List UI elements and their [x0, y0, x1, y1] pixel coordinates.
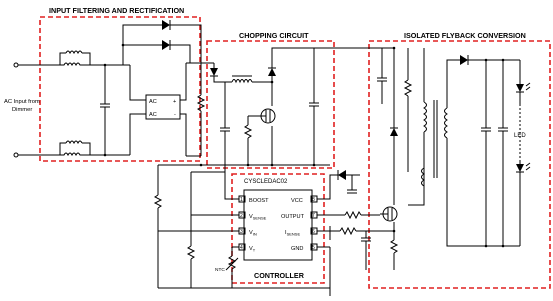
pin-name-boost: BOOST: [249, 198, 269, 204]
input-section-border: [39, 16, 201, 162]
led-diode-1: [516, 84, 524, 92]
flyback-section-title: ISOLATED FLYBACK CONVERSION: [404, 31, 526, 40]
pin-num-8: 8: [312, 197, 315, 203]
pin-num-4: 4: [240, 245, 243, 251]
pin-name-gnd: GND: [291, 246, 303, 252]
pin-num-3: 3: [240, 229, 243, 235]
input-resistor: [186, 62, 206, 157]
chopping-section-border: [206, 40, 335, 169]
led-label: LED: [514, 133, 526, 139]
ic-part-number: CYSCLEDAC02: [244, 179, 288, 185]
controller-wiring: NTC: [153, 163, 396, 296]
pin-name-output: OUTPUT: [281, 214, 305, 220]
chopping-circuit: [201, 47, 330, 167]
pin-num-7: 7: [312, 213, 315, 219]
pin-name-vsense: VSENSE: [249, 214, 267, 221]
ac-input-label-line2: Dimmer: [12, 107, 32, 113]
bridge-rectifier: AC AC + -: [145, 63, 187, 156]
ntc-label: NTC: [215, 267, 225, 273]
bridge-minus: -: [174, 112, 176, 118]
ac-terminal-top: [13, 62, 19, 68]
pin-name-isense: ISENSE: [285, 230, 300, 237]
led-string: LED: [514, 60, 531, 246]
ntc-arrow: [225, 257, 239, 271]
led-emission-2: [525, 162, 531, 171]
ic-body: [243, 189, 313, 261]
controller-section-border: [231, 173, 325, 284]
pin-num-6: 6: [312, 229, 315, 235]
pin-name-vin: VIN: [249, 230, 257, 237]
bridge-ac-bottom: AC: [149, 112, 157, 118]
pin-name-vcc: VCC: [291, 198, 303, 204]
input-section-title: INPUT FILTERING AND RECTIFICATION: [49, 6, 184, 15]
chopping-section-title: CHOPPING CIRCUIT: [239, 31, 309, 40]
input-filter: [18, 50, 146, 157]
led-diode-2: [516, 164, 524, 172]
ac-terminal-bottom: [13, 152, 19, 158]
bypass-diodes: [121, 20, 202, 65]
bridge-plus: +: [173, 99, 176, 105]
ac-input-label-line1: AC Input from: [4, 99, 40, 105]
ac-input: AC Input from Dimmer: [4, 62, 40, 158]
led-emission-1: [525, 82, 531, 91]
flyback-section-border: [368, 40, 551, 289]
pin-num-1: 1: [240, 197, 243, 203]
flyback-circuit: [314, 46, 520, 270]
pin-name-vt: VT: [249, 246, 256, 253]
pin-num-2: 2: [240, 213, 243, 219]
bridge-ac-top: AC: [149, 99, 157, 105]
pin-num-5: 5: [312, 245, 315, 251]
controller-ic: CYSCLEDAC02 1 2 3 4 BOOST VSENSE VIN VT …: [238, 179, 318, 261]
controller-section-title: CONTROLLER: [254, 271, 305, 280]
